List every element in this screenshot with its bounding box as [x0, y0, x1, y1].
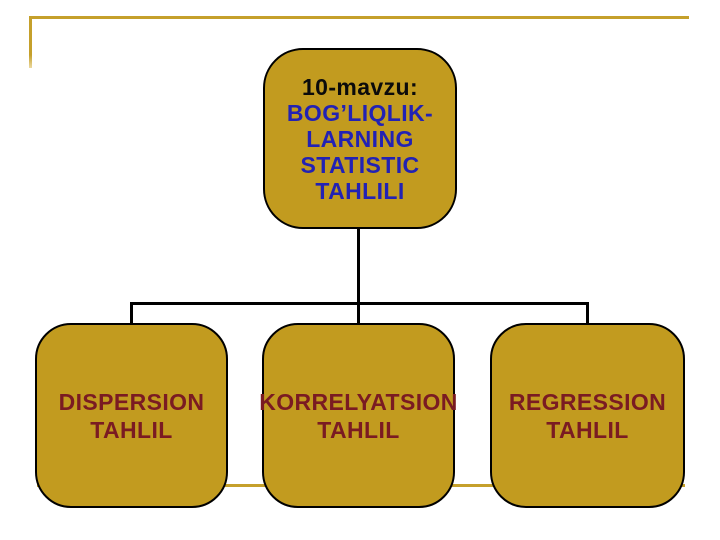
child-node-dispersion: DISPERSION TAHLIL	[35, 323, 228, 508]
child-node-label-line-1: REGRESSION	[508, 388, 667, 415]
connector-stub-right	[586, 302, 589, 326]
child-node-label-line-1: DISPERSION	[58, 388, 205, 415]
root-node-title-line-1: BOG’LIQLIK-	[286, 99, 434, 126]
child-node-label-line-2: TAHLIL	[90, 416, 173, 443]
root-node-box: 10-mavzu: BOG’LIQLIK- LARNING STATISTIC …	[263, 48, 457, 229]
connector-root-vertical	[357, 227, 360, 328]
decor-top-gold-line	[30, 16, 689, 19]
root-node-topic-label: 10-mavzu:	[301, 73, 419, 100]
child-node-label-line-1: KORRELYATSION	[259, 388, 458, 415]
root-node-title-line-2: LARNING	[306, 125, 414, 152]
child-node-label-line-2: TAHLIL	[317, 416, 400, 443]
child-node-label-line-2: TAHLIL	[546, 416, 629, 443]
decor-left-gold-line	[29, 16, 32, 68]
root-node-title-line-3: STATISTIC	[300, 151, 420, 178]
connector-horizontal	[131, 302, 589, 305]
connector-stub-left	[130, 302, 133, 326]
child-node-korrelyatsion: KORRELYATSION TAHLIL	[259, 323, 458, 508]
root-node-title-line-4: TAHLILI	[315, 177, 405, 204]
child-node-regression: REGRESSION TAHLIL	[490, 323, 685, 508]
